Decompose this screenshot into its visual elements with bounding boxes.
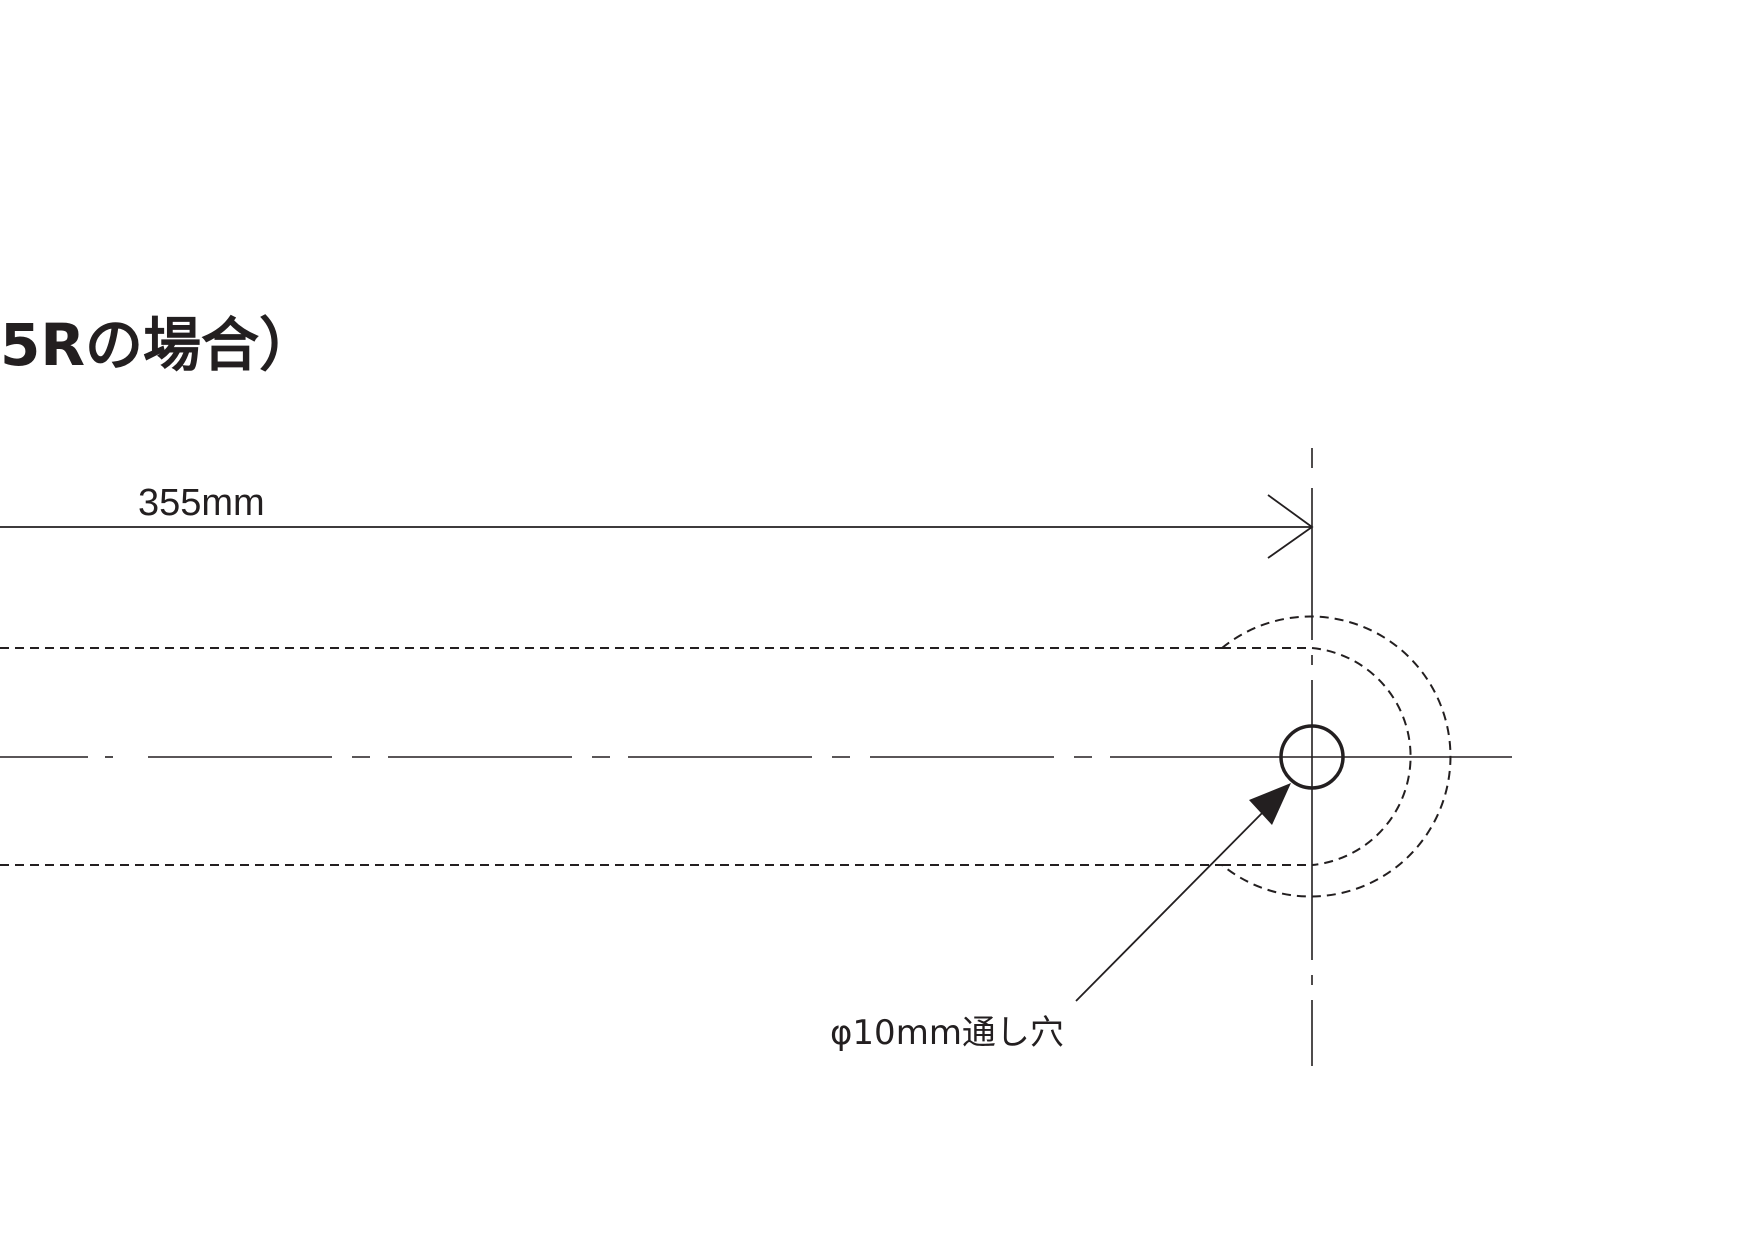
dimension-label: 355mm [138,482,265,524]
outer-dashed-outline [0,615,1452,898]
leader-arrowhead [1249,783,1291,825]
through-hole-circle [1279,724,1345,790]
inner-dashed-outline [1222,647,1412,866]
drawing-title: 5Rの場合） [0,311,317,379]
hole-leader [1075,783,1291,1002]
hole-note: φ10mm通し穴 [830,1013,1064,1053]
